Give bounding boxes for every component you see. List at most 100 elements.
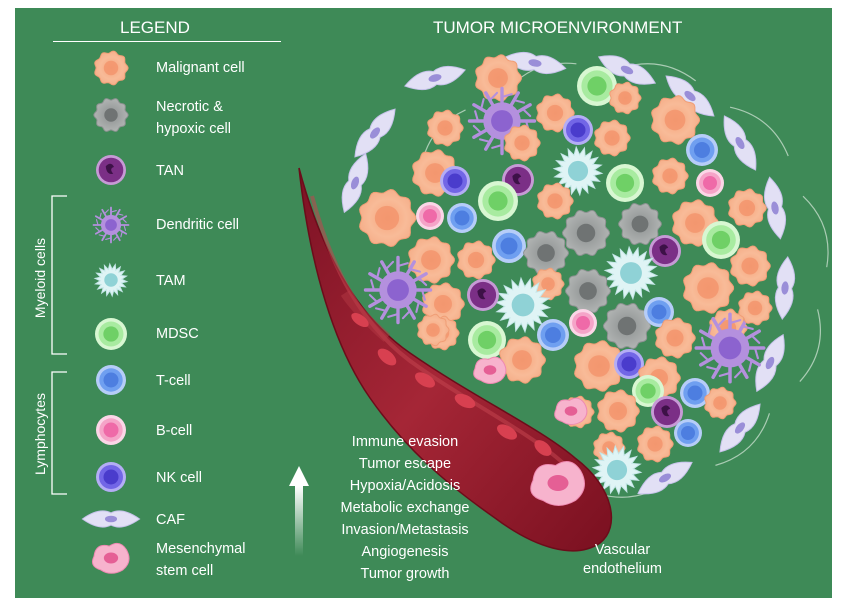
mdsc-cell	[468, 321, 506, 359]
malignant-cell	[504, 124, 541, 162]
legend-label-malignant: Malignant cell	[156, 60, 245, 76]
legend-title: LEGEND	[120, 18, 190, 37]
malignant-cell	[652, 157, 689, 195]
tam-cell	[603, 245, 659, 301]
blood-vessel	[298, 167, 613, 552]
legend-label-caf: CAF	[156, 512, 185, 528]
nk-cell	[563, 115, 593, 145]
legend-label-tcell: T-cell	[156, 373, 191, 389]
legend-label-tam: TAM	[156, 273, 186, 289]
malignant-cell	[738, 290, 773, 326]
malignant-cell	[417, 313, 450, 347]
caf-cell	[719, 403, 761, 453]
mdsc-cell	[577, 66, 617, 106]
legend-label-mdsc: MDSC	[156, 326, 199, 342]
legend-malignant-icon	[94, 50, 129, 86]
diagram-title: TUMOR MICROENVIRONMENT	[433, 18, 683, 37]
legend-caf-icon	[81, 510, 141, 528]
vessel-label-line1: Vascular	[594, 542, 651, 558]
legend-label-nk: NK cell	[156, 470, 202, 486]
malignant-cell	[637, 425, 674, 463]
bcell-cell	[569, 309, 597, 337]
malignant-cell	[359, 188, 417, 248]
bcell-cell	[696, 169, 724, 197]
msc-cell	[530, 461, 585, 506]
malignant-cell	[457, 240, 496, 280]
tam-cell	[591, 444, 643, 496]
vessel-label: Vascular endothelium	[583, 541, 662, 579]
legend-dendritic-icon	[92, 206, 130, 244]
bcell-cell	[416, 202, 444, 230]
malignant-cell	[499, 336, 546, 384]
legend-tan-icon	[96, 155, 126, 185]
msc-cell	[554, 397, 588, 425]
legend-icons	[81, 50, 141, 574]
malignant-cell	[728, 188, 767, 228]
tcell-cell	[644, 297, 674, 327]
legend-necrotic-icon	[93, 98, 129, 132]
malignant-cell	[427, 109, 464, 147]
tan-cell	[467, 279, 499, 311]
tam-cell	[552, 145, 604, 197]
malignant-cell	[730, 245, 771, 287]
mdsc-cell	[702, 221, 740, 259]
necrotic-cell	[561, 209, 611, 257]
caf-cell	[354, 108, 396, 158]
caf-cell	[404, 65, 466, 91]
group-label-lymphocytes: Lymphocytes	[32, 393, 48, 475]
tcell-cell	[492, 229, 526, 263]
up-arrow-icon	[289, 466, 309, 556]
necrotic-cell	[602, 302, 652, 350]
legend-label-dendritic: Dendritic cell	[156, 217, 239, 233]
malignant-cell	[475, 54, 522, 102]
nk-cell	[614, 349, 644, 379]
legend-msc-icon	[92, 542, 130, 574]
legend-label-necrotic-2: hypoxic cell	[156, 121, 231, 137]
dendritic-cell	[694, 312, 766, 384]
legend-label-bcell: B-cell	[156, 423, 193, 439]
diagram-panel: LEGEND TUMOR MICROENVIRONMENT Malignant …	[15, 8, 832, 598]
necrotic-cell	[523, 230, 569, 276]
legend-brackets	[51, 195, 67, 495]
malignant-cell	[536, 93, 575, 133]
caf-cell	[774, 256, 796, 320]
mdsc-cell	[606, 164, 644, 202]
process-item: Immune evasion	[351, 434, 459, 450]
tcell-cell	[680, 378, 710, 408]
mdsc-cell	[478, 181, 518, 221]
process-item: Metabolic exchange	[340, 500, 470, 516]
legend-label-msc-1: Mesenchymal	[156, 541, 246, 557]
legend-tam-icon	[93, 262, 129, 298]
malignant-cell	[704, 386, 737, 420]
caf-cell	[637, 461, 693, 495]
legend-label-tan: TAN	[156, 163, 184, 179]
caf-cell	[723, 115, 757, 171]
malignant-cell	[609, 81, 642, 115]
tan-cell	[651, 396, 683, 428]
process-item: Hypoxia/Acidosis	[349, 478, 461, 494]
caf-cell	[597, 55, 657, 85]
legend-bcell-icon	[96, 415, 126, 445]
mdsc-cell	[632, 375, 664, 407]
malignant-cell	[408, 236, 455, 284]
caf-cell	[763, 176, 787, 240]
malignant-cell	[594, 119, 631, 157]
process-item: Tumor growth	[360, 566, 450, 582]
malignant-cell	[651, 95, 701, 145]
vessel-label-line2: endothelium	[583, 561, 662, 577]
caf-cell	[755, 333, 785, 393]
caf-cell	[341, 152, 369, 214]
tan-cell	[649, 235, 681, 267]
nk-cell	[440, 166, 470, 196]
process-item: Angiogenesis	[361, 544, 449, 560]
tcell-cell	[686, 134, 718, 166]
legend-nk-icon	[96, 462, 126, 492]
tcell-cell	[447, 203, 477, 233]
legend-label-necrotic-1: Necrotic &	[156, 99, 223, 115]
tcell-cell	[674, 419, 702, 447]
necrotic-cell	[565, 268, 611, 314]
malignant-cell	[683, 262, 735, 314]
tcell-cell	[537, 319, 569, 351]
legend-tcell-icon	[96, 365, 126, 395]
tumor-cluster	[341, 51, 829, 498]
